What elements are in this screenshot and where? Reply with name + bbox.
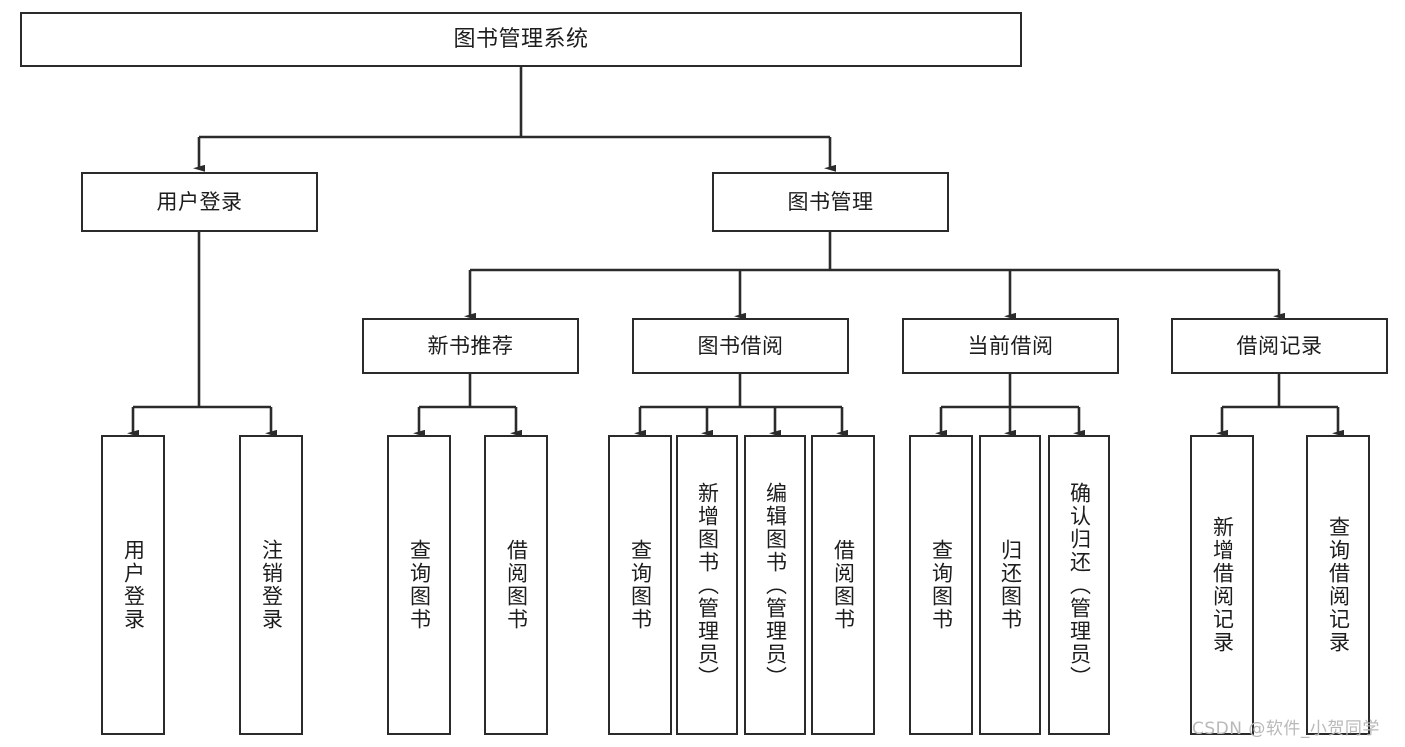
- node-label: 查询图书: [407, 539, 432, 631]
- leaf-bb-edit-book-admin[interactable]: 编辑图书（管理员）: [744, 435, 806, 735]
- node-book-borrow[interactable]: 图书借阅: [632, 318, 849, 374]
- node-user-login[interactable]: 用户登录: [81, 172, 318, 232]
- leaf-nb-borrow-book[interactable]: 借阅图书: [484, 435, 548, 735]
- node-borrow-record[interactable]: 借阅记录: [1171, 318, 1388, 374]
- node-label: 新增借阅记录: [1210, 516, 1235, 654]
- node-label: 图书借阅: [697, 333, 784, 358]
- leaf-bb-add-book-admin[interactable]: 新增图书（管理员）: [676, 435, 738, 735]
- leaf-br-query-record[interactable]: 查询借阅记录: [1306, 435, 1370, 735]
- node-label: 查询图书: [929, 539, 954, 631]
- node-label: 新书推荐: [427, 333, 514, 358]
- leaf-bb-query-book[interactable]: 查询图书: [608, 435, 672, 735]
- leaf-nb-query-book[interactable]: 查询图书: [387, 435, 451, 735]
- node-label: 当前借阅: [967, 333, 1054, 358]
- node-current-borrow[interactable]: 当前借阅: [902, 318, 1119, 374]
- node-new-book-recommend[interactable]: 新书推荐: [362, 318, 579, 374]
- node-label: 归还图书: [998, 539, 1023, 631]
- node-label: 查询借阅记录: [1326, 516, 1351, 654]
- leaf-logout[interactable]: 注销登录: [239, 435, 303, 735]
- node-book-management[interactable]: 图书管理: [712, 172, 949, 232]
- node-label: 新增图书（管理员）: [695, 481, 720, 689]
- csdn-watermark: CSDN @软件_小贺同学: [1192, 719, 1380, 739]
- node-label: 借阅记录: [1236, 333, 1323, 358]
- node-label: 查询图书: [628, 539, 653, 631]
- node-label: 借阅图书: [831, 539, 856, 631]
- node-label: 确认归还（管理员）: [1067, 481, 1092, 689]
- node-label: 图书管理系统: [453, 26, 589, 52]
- node-label: 注销登录: [259, 539, 284, 631]
- leaf-cb-confirm-return-admin[interactable]: 确认归还（管理员）: [1048, 435, 1110, 735]
- node-label: 图书管理: [787, 189, 874, 214]
- leaf-cb-return-book[interactable]: 归还图书: [979, 435, 1041, 735]
- node-label: 用户登录: [156, 189, 243, 214]
- leaf-cb-query-book[interactable]: 查询图书: [909, 435, 973, 735]
- leaf-user-login[interactable]: 用户登录: [101, 435, 165, 735]
- leaf-bb-borrow-book[interactable]: 借阅图书: [811, 435, 875, 735]
- node-label: 借阅图书: [504, 539, 529, 631]
- node-root-system[interactable]: 图书管理系统: [20, 12, 1022, 67]
- node-label: 用户登录: [121, 539, 146, 631]
- leaf-br-add-record[interactable]: 新增借阅记录: [1190, 435, 1254, 735]
- node-label: 编辑图书（管理员）: [763, 481, 788, 689]
